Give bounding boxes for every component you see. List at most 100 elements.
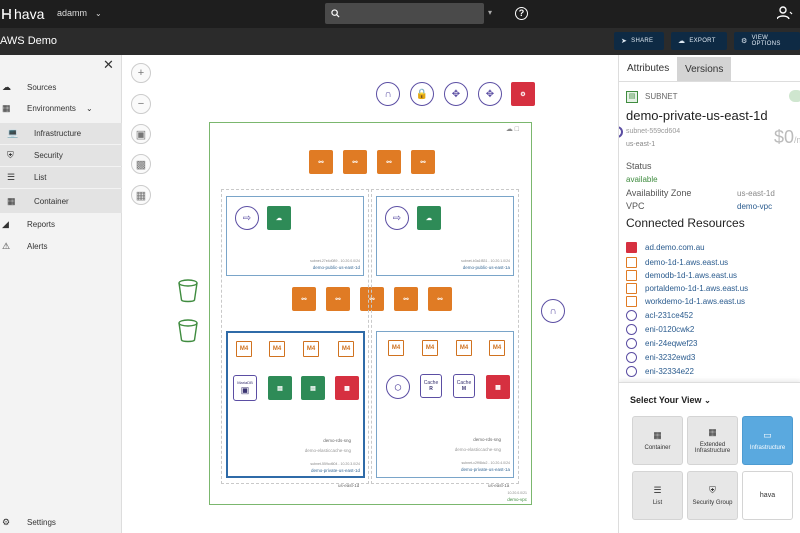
connected-item[interactable]: acl-231ce452 — [626, 309, 693, 322]
connected-item[interactable]: eni-0120cwk2 — [626, 323, 694, 336]
internet-gateway-icon[interactable]: ∩ — [376, 82, 400, 106]
nat-gateway-icon[interactable]: ⇨ — [385, 206, 409, 230]
sidebar-item-container[interactable]: ▦ Container — [0, 189, 122, 213]
resource-type-label: SUBNET — [645, 92, 678, 101]
connected-item[interactable]: eni-24eqwef23 — [626, 337, 697, 350]
export-button[interactable]: ☁ EXPORT — [671, 32, 727, 50]
view-selector-title[interactable]: Select Your View ⌄ — [630, 395, 711, 405]
sidebar-item-sources[interactable]: ☁ Sources — [0, 77, 122, 98]
connected-item[interactable]: portaldemo-1d-1.aws.east.us — [626, 282, 748, 295]
connected-item[interactable]: eni-32334e22 — [626, 365, 694, 378]
view-tile-infrastructure[interactable]: ▭ Infrastructure — [742, 416, 793, 465]
sidebar-item-environments[interactable]: ▦ Environments ⌄ — [0, 98, 122, 119]
sidebar-item-settings[interactable]: ⚙ Settings — [0, 512, 122, 533]
view-tile-extended-infrastructure[interactable]: ▦ Extended Infrastructure — [687, 416, 738, 465]
diagram-canvas[interactable]: + − ▣ ▩ ▦ ∩ 🔒 ✥ ✥ ⚙ ∩ ☁ □ ⚯ ⚯ ⚯ ⚯ ⇨ ☁ su… — [122, 55, 618, 533]
status-label: Status — [626, 161, 652, 171]
ec2-instance-icon[interactable]: M4 — [300, 338, 322, 360]
view-options-button[interactable]: ⚙ VIEW OPTIONS — [734, 32, 800, 50]
view-tile-security-group[interactable]: ⛨ Security Group — [687, 471, 738, 520]
laptop-icon: 💻 — [7, 128, 19, 138]
cost-amount: $0 — [774, 127, 795, 147]
account-icon[interactable] — [776, 6, 793, 25]
mariadb-rds-icon[interactable]: MariaDB ▣ — [233, 375, 257, 401]
connected-item[interactable]: workdemo-1d-1.aws.east.us — [626, 295, 745, 308]
ec2-instance-icon[interactable]: M4 — [453, 337, 475, 359]
cache-node-icon[interactable]: ◯ — [386, 375, 410, 399]
cache-label: Cache — [456, 380, 472, 386]
connected-item-label: demodb-1d-1.aws.east.us — [645, 271, 738, 280]
load-balancer-icon[interactable]: ⚯ — [343, 150, 367, 174]
subnet-private-us-east-1a[interactable]: M4 M4 M4 M4 ◯ Cache R Cache M ▦ demo-rds… — [376, 331, 514, 478]
firewall-icon[interactable]: ⚙ — [511, 82, 535, 106]
instance-icon[interactable]: ☁ — [417, 206, 441, 230]
package-icon[interactable]: ▤ — [268, 376, 292, 400]
load-balancer-icon[interactable]: ⚯ — [428, 287, 452, 311]
view-tile-container[interactable]: ▦ Container — [632, 416, 683, 465]
s3-bucket-icon[interactable] — [177, 319, 199, 343]
connected-item[interactable]: demo-1d-1.aws.east.us — [626, 256, 728, 269]
router-icon[interactable]: ✥ — [444, 82, 468, 106]
vpc-container[interactable]: ☁ □ ⚯ ⚯ ⚯ ⚯ ⇨ ☁ subnet-27e4d089 - 10.20.… — [209, 122, 532, 505]
fit-screen-icon[interactable]: ▦ — [131, 185, 151, 205]
toggle-switch[interactable] — [789, 90, 800, 102]
gear-icon: ⚙ — [741, 38, 748, 45]
load-balancer-icon[interactable]: ⚯ — [309, 150, 333, 174]
tab-attributes[interactable]: Attributes — [619, 57, 677, 81]
sidebar-item-reports[interactable]: ◢ Reports — [0, 214, 122, 235]
alarm-icon[interactable]: ▦ — [335, 376, 359, 400]
connected-item[interactable]: eni-3232ewd3 — [626, 351, 695, 364]
view-tile-list[interactable]: ☰ List — [632, 471, 683, 520]
help-icon[interactable]: ? — [515, 7, 528, 20]
alarm-icon[interactable]: ▦ — [486, 375, 510, 399]
ec2-instance-icon[interactable]: M4 — [486, 337, 508, 359]
load-balancer-icon[interactable]: ⚯ — [360, 287, 384, 311]
hava-logo[interactable]: hava — [2, 6, 44, 22]
close-icon[interactable]: ✕ — [103, 57, 114, 72]
vpn-gateway-icon[interactable]: 🔒 — [410, 82, 434, 106]
sidebar-item-infrastructure[interactable]: 💻 Infrastructure — [0, 123, 122, 144]
vpc-value[interactable]: demo-vpc — [737, 202, 773, 211]
ec2-instance-icon[interactable]: M4 — [419, 337, 441, 359]
instance-type-label: M4 — [239, 346, 249, 352]
subnet-private-us-east-1d[interactable]: M4 M4 M4 M4 MariaDB ▣ ▤ ▤ ▦ demo-rds-sng… — [226, 331, 365, 478]
load-balancer-icon[interactable]: ⚯ — [394, 287, 418, 311]
cube-icon[interactable]: ▣ — [131, 124, 151, 144]
load-balancer-icon[interactable]: ⚯ — [326, 287, 350, 311]
s3-bucket-icon[interactable] — [177, 279, 199, 303]
zoom-out-button[interactable]: − — [131, 94, 151, 114]
user-menu[interactable]: adamm ⌄ — [57, 8, 102, 18]
layers-icon[interactable]: ▩ — [131, 154, 151, 174]
connected-item[interactable]: ad.demo.com.au — [626, 241, 705, 254]
load-balancer-icon[interactable]: ⚯ — [411, 150, 435, 174]
connected-item[interactable]: demodb-1d-1.aws.east.us — [626, 269, 737, 282]
sidebar-item-alerts[interactable]: ⚠ Alerts — [0, 236, 122, 257]
subnet-public-us-east-1d[interactable]: ⇨ ☁ subnet-27e4d089 - 10.20.0.0/24 demo-… — [226, 196, 364, 276]
subnet-public-us-east-1a[interactable]: ⇨ ☁ subnet-b3a1f831 - 10.20.1.0/24 demo-… — [376, 196, 514, 276]
package-icon[interactable]: ▤ — [301, 376, 325, 400]
search-box[interactable] — [325, 3, 484, 24]
search-input[interactable] — [346, 8, 476, 19]
tab-versions[interactable]: Versions — [677, 57, 731, 81]
elasticache-memcached-icon[interactable]: Cache M — [453, 374, 475, 398]
ec2-instance-icon[interactable]: M4 — [233, 338, 255, 360]
ec2-instance-icon[interactable]: M4 — [266, 338, 288, 360]
nat-gateway-icon[interactable]: ⇨ — [235, 206, 259, 230]
search-dropdown-icon[interactable]: ▾ — [488, 8, 493, 17]
table-icon: ▦ — [7, 195, 16, 206]
cloud-download-icon: ☁ — [678, 38, 686, 45]
zoom-in-button[interactable]: + — [131, 63, 151, 83]
load-balancer-icon[interactable]: ⚯ — [292, 287, 316, 311]
share-button[interactable]: ➤ SHARE — [614, 32, 664, 50]
peering-connection-icon[interactable]: ✥ — [478, 82, 502, 106]
ec2-instance-icon[interactable]: M4 — [335, 338, 357, 360]
elasticache-redis-icon[interactable]: Cache R — [420, 374, 442, 398]
vpc-endpoint-icon[interactable]: ∩ — [541, 299, 565, 323]
view-tile-hava[interactable]: hava — [742, 471, 793, 520]
sidebar-item-security[interactable]: ⛨ Security — [0, 145, 122, 166]
sidebar-item-list[interactable]: ☰ List — [0, 167, 122, 188]
sidebar-item-label: Reports — [27, 220, 56, 229]
ec2-instance-icon[interactable]: M4 — [385, 337, 407, 359]
load-balancer-icon[interactable]: ⚯ — [377, 150, 401, 174]
instance-icon[interactable]: ☁ — [267, 206, 291, 230]
